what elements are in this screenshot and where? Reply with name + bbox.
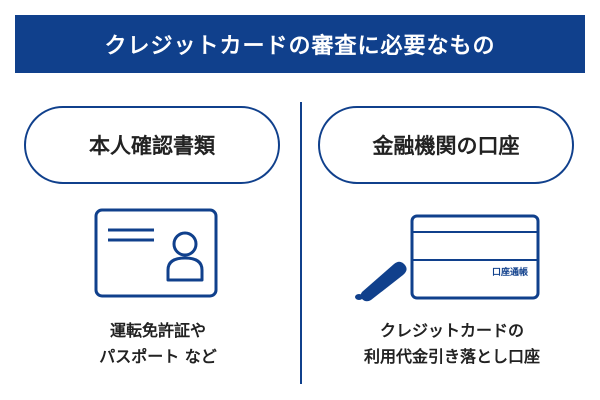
pill-identity-documents-label: 本人確認書類 <box>89 134 215 158</box>
pill-bank-account-label: 金融機関の口座 <box>372 134 520 158</box>
caption-identity-documents: 運転免許証や パスポート など <box>18 318 298 370</box>
pill-identity-documents: 本人確認書類 <box>24 106 280 184</box>
pen-icon <box>355 261 407 302</box>
passbook-label: 口座通帳 <box>492 266 528 278</box>
header-title: クレジットカードの審査に必要なもの <box>104 34 496 59</box>
bankbook-icon: 口座通帳 <box>355 214 540 302</box>
id-card-icon <box>94 208 218 298</box>
center-divider <box>300 102 302 384</box>
caption-bank-line-2: 利用代金引き落とし口座 <box>363 347 540 366</box>
caption-bank-line-1: クレジットカードの <box>379 321 524 340</box>
caption-identity-line-1: 運転免許証や <box>109 321 206 340</box>
caption-bank-account: クレジットカードの 利用代金引き落とし口座 <box>312 318 592 370</box>
header-banner: クレジットカードの審査に必要なもの <box>15 15 585 73</box>
caption-identity-line-2: パスポート など <box>99 347 217 366</box>
pill-bank-account: 金融機関の口座 <box>318 106 574 184</box>
